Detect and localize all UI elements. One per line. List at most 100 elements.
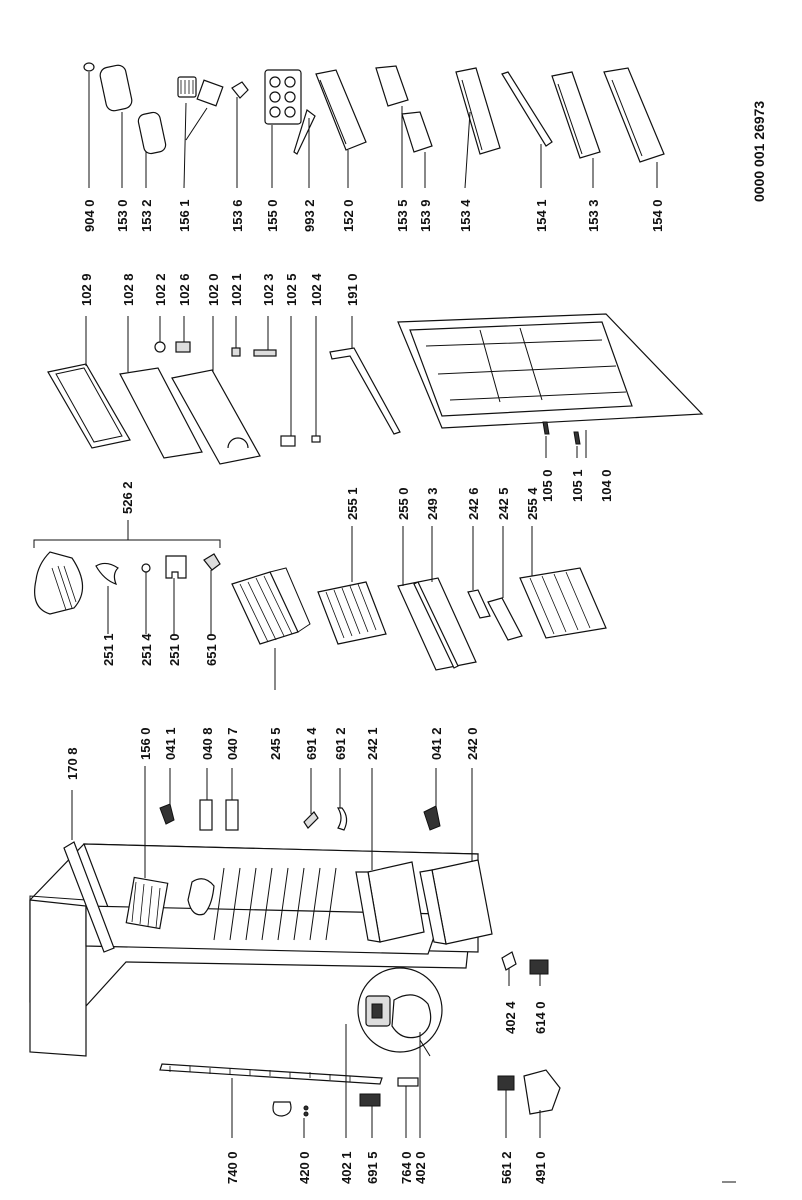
bottom-components-labels: 402 4 614 0 740 0 420 0 402 1 691 5 764 … — [225, 1001, 548, 1184]
label-7400: 740 0 — [225, 1151, 240, 1184]
label-9932: 993 2 — [302, 199, 317, 232]
label-2554: 255 4 — [525, 487, 540, 520]
part-6510-lamp — [203, 553, 221, 571]
part-0411-hinge — [159, 803, 175, 825]
label-1561: 156 1 — [177, 199, 192, 232]
shelves-labels: 526 2 251 1 251 4 251 0 651 0 255 1 255 … — [101, 481, 540, 666]
part-1520-door-shelf — [315, 69, 367, 151]
part-2554-shelf — [519, 567, 607, 639]
label-2420: 242 0 — [465, 727, 480, 760]
part-1708-hinge-cover — [63, 841, 115, 953]
part-1535-door-shelf — [375, 65, 409, 107]
cabinet-labels: 170 8 156 0 041 1 040 8 040 7 245 5 691 … — [65, 727, 480, 780]
part-1532-container — [137, 111, 167, 155]
part-1023-pin — [253, 349, 277, 357]
label-2455: 245 5 — [268, 727, 283, 760]
label-2493: 249 3 — [425, 487, 440, 520]
part-2511-fan-blade — [95, 562, 119, 585]
freezer-parts-group — [47, 313, 704, 465]
label-1534: 153 4 — [458, 199, 473, 232]
label-4021: 402 1 — [339, 1151, 354, 1184]
document-number: 0000 001 26973 — [751, 101, 767, 202]
label-6914: 691 4 — [304, 727, 319, 760]
cabinet-group — [29, 766, 493, 1057]
part-6915-clamp — [359, 1093, 381, 1107]
shelves-group — [33, 520, 607, 690]
part-4200-relay — [272, 1101, 292, 1117]
part-1540-bottle-shelf — [603, 67, 665, 163]
part-1028-panel — [119, 367, 203, 459]
label-0412: 041 2 — [429, 727, 444, 760]
part-1021-clip — [231, 347, 241, 357]
label-1541: 154 1 — [534, 199, 549, 232]
label-1025: 102 5 — [284, 273, 299, 306]
part-2511-fan-housing — [34, 551, 84, 615]
label-6912: 691 2 — [333, 727, 348, 760]
label-0408: 040 8 — [200, 727, 215, 760]
part-1561-cover — [196, 79, 224, 107]
part-1561-grill — [177, 76, 197, 98]
label-2550: 255 0 — [396, 487, 411, 520]
label-2426: 242 6 — [466, 487, 481, 520]
part-4020-compressor — [391, 994, 432, 1039]
part-5612-switch — [497, 1075, 515, 1091]
label-1560: 156 0 — [138, 727, 153, 760]
part-1026-hinge — [175, 341, 191, 353]
label-1020: 102 0 — [206, 273, 221, 306]
door-accessories-labels: 904 0 153 0 153 2 156 1 153 6 155 0 993 … — [82, 199, 665, 232]
label-5262: 526 2 — [120, 481, 135, 514]
part-0408-pin — [199, 799, 213, 831]
label-1050: 105 0 — [540, 469, 555, 502]
part-2514-ring — [141, 563, 151, 573]
part-2426-plate — [467, 589, 491, 619]
label-1708: 170 8 — [65, 747, 80, 780]
part-1029-frame — [47, 363, 131, 449]
label-1024: 102 4 — [309, 273, 324, 306]
label-1536: 153 6 — [230, 199, 245, 232]
label-1028: 102 8 — [121, 273, 136, 306]
label-1530: 153 0 — [115, 199, 130, 232]
label-1051: 105 1 — [570, 469, 585, 502]
label-2551: 255 1 — [345, 487, 360, 520]
part-1024-pad — [311, 435, 321, 443]
part-1051-screw — [573, 431, 581, 445]
part-6140-thermostat — [529, 959, 549, 975]
label-1022: 102 2 — [153, 273, 168, 306]
label-6510: 651 0 — [204, 633, 219, 666]
part-1025-pad — [280, 435, 296, 447]
label-1026: 102 6 — [177, 273, 192, 306]
label-0407: 040 7 — [225, 727, 240, 760]
label-1532: 153 2 — [139, 199, 154, 232]
part-6912-bracket — [336, 807, 348, 831]
label-2421: 242 1 — [365, 727, 380, 760]
part-1050-screw — [542, 421, 550, 435]
label-2511: 251 1 — [101, 633, 116, 666]
label-2514: 251 4 — [139, 633, 154, 666]
part-4910-cover — [523, 1069, 561, 1115]
label-2510: 251 0 — [167, 633, 182, 666]
bottom-components-group — [159, 951, 561, 1138]
label-1520: 152 0 — [341, 199, 356, 232]
label-1023: 102 3 — [261, 273, 276, 306]
part-1534-door-shelf — [455, 67, 501, 155]
label-1533: 153 3 — [586, 199, 601, 232]
part-1530-container — [99, 64, 133, 112]
part-2425-box — [487, 597, 523, 641]
part-9932-thermostat-probe — [293, 109, 316, 155]
label-6140: 614 0 — [533, 1001, 548, 1034]
label-0411: 041 1 — [163, 727, 178, 760]
freezer-parts-labels: 102 9 102 8 102 2 102 6 102 0 102 1 102 … — [79, 273, 614, 502]
label-4024: 402 4 — [503, 1001, 518, 1034]
label-5612: 561 2 — [499, 1151, 514, 1184]
part-2510-motor — [165, 555, 187, 579]
label-4910: 491 0 — [533, 1151, 548, 1184]
label-1550: 155 0 — [265, 199, 280, 232]
part-1533-door-shelf — [551, 71, 601, 159]
part-0407-pin — [225, 799, 239, 831]
part-7640-filter — [397, 1077, 419, 1087]
label-1539: 153 9 — [418, 199, 433, 232]
part-1022-knob — [154, 341, 166, 353]
label-1029: 102 9 — [79, 273, 94, 306]
label-1021: 102 1 — [229, 273, 244, 306]
